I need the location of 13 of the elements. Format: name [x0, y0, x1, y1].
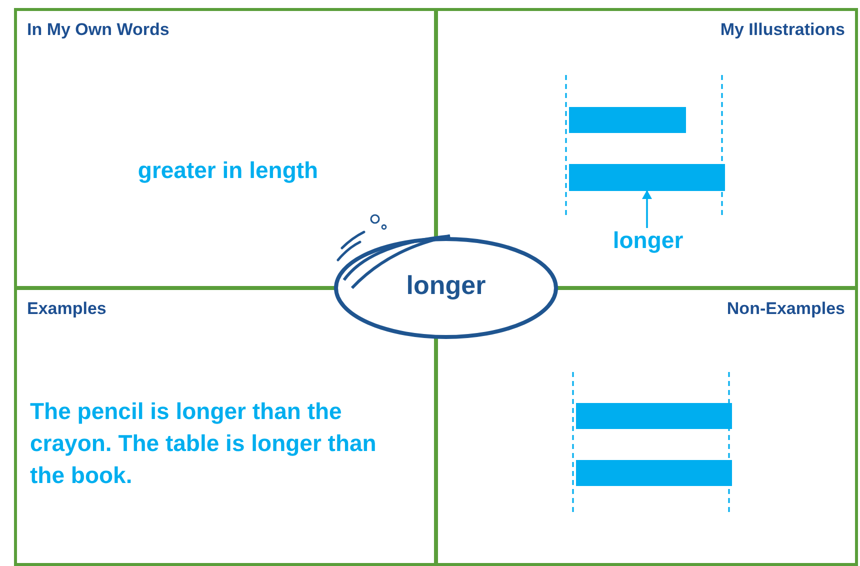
panel-heading: In My Own Words — [27, 20, 170, 40]
arrow — [642, 190, 652, 228]
panel-heading: Non-Examples — [726, 299, 845, 319]
panel-heading: My Illustrations — [720, 20, 845, 40]
length-bar — [576, 403, 732, 429]
length-bar — [569, 107, 686, 133]
length-bar — [569, 164, 725, 191]
arrow-label: longer — [588, 226, 708, 254]
panel-heading: Examples — [27, 299, 106, 319]
center-word: longer — [405, 270, 487, 301]
length-bar — [576, 460, 732, 486]
definition-text: greater in length — [136, 156, 320, 185]
definition-text: The pencil is longer than the crayon. The table is longer than the book. — [30, 397, 378, 490]
